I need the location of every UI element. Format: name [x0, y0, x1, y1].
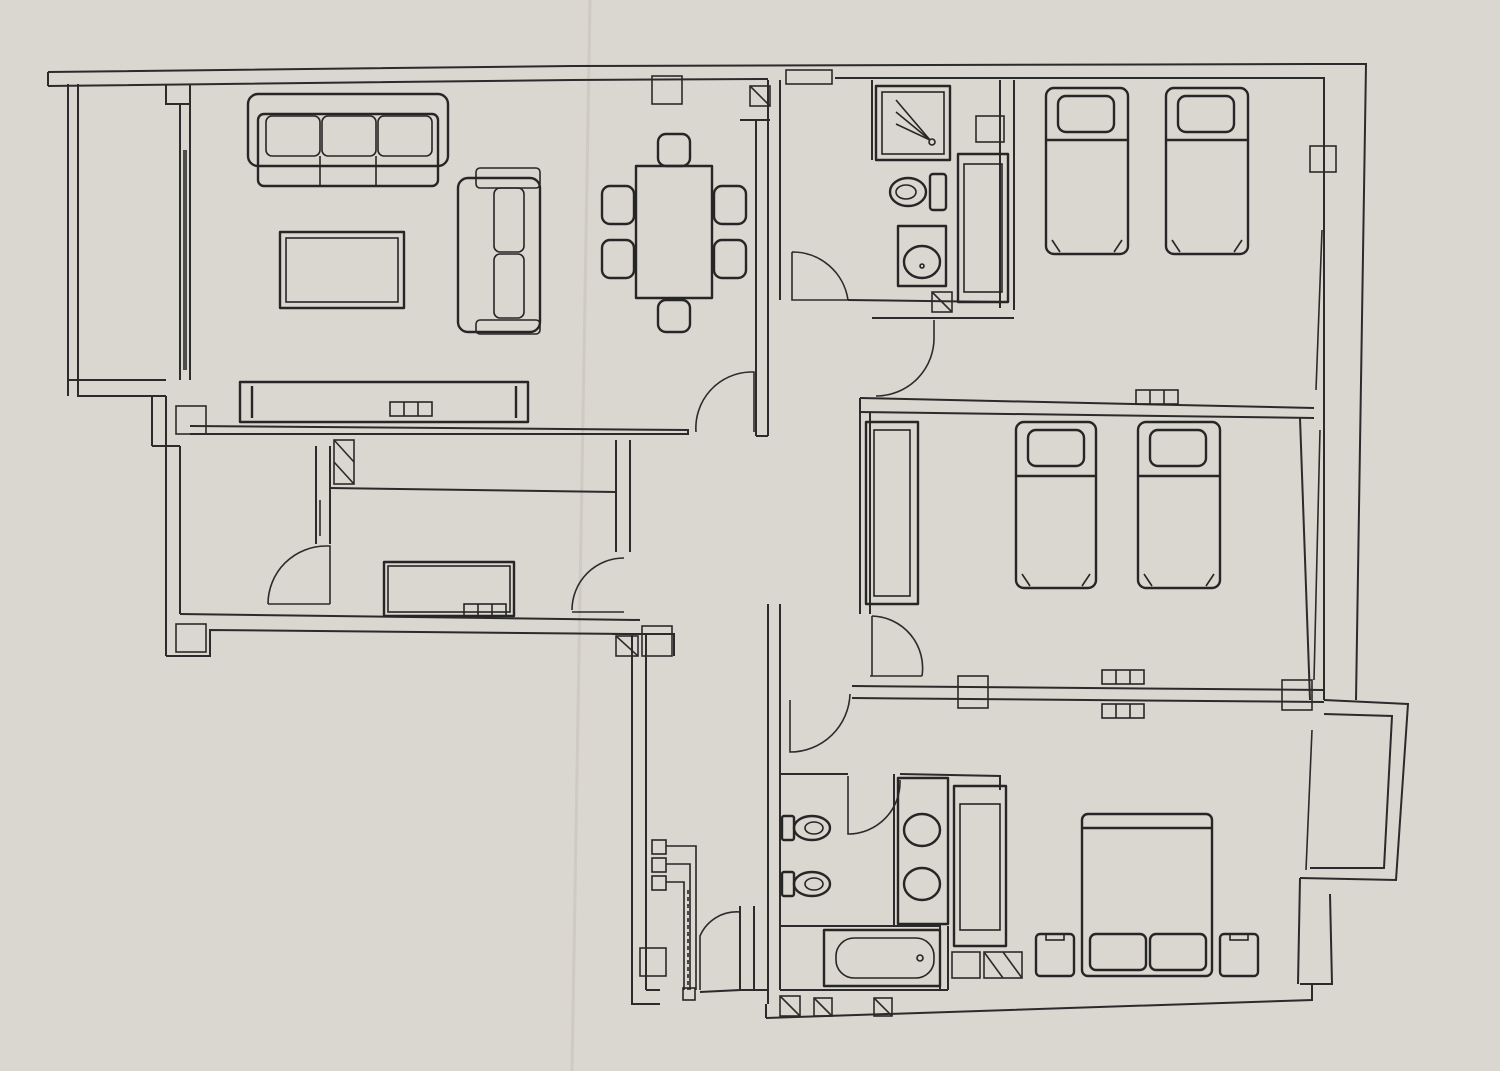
door-swing-icon: [267, 251, 935, 990]
windows: [183, 150, 1323, 871]
utility-meter-icon: [651, 839, 697, 1001]
nightstand-icon: [1034, 932, 1260, 978]
armchair-icon: [456, 167, 542, 335]
structural-columns: [175, 69, 1337, 1017]
wardrobe-icon: [952, 784, 1008, 948]
bathtub-icon: [822, 928, 942, 988]
sofa-icon: [246, 92, 450, 188]
kitchen-counter-icon: [382, 560, 516, 618]
exterior-walls: [47, 63, 1410, 1019]
wardrobe-icon: [864, 420, 920, 606]
toilet-icon: [780, 814, 832, 898]
toilet-icon: [888, 172, 948, 212]
chair-icon: [600, 132, 748, 334]
bed-icon: [1080, 812, 1214, 978]
rug-icon: [278, 230, 406, 310]
sink-icon: [896, 776, 950, 926]
interior-walls: [189, 80, 1325, 1004]
shower-icon: [874, 84, 952, 162]
wardrobe-icon: [956, 152, 1010, 304]
table-icon: [634, 164, 714, 300]
bed-icon: [1044, 86, 1250, 256]
outlet-icon: [1101, 669, 1145, 719]
sink-icon: [896, 224, 948, 288]
bed-icon: [1014, 420, 1222, 590]
tv-unit-icon: [238, 380, 530, 424]
paper-fold-line: [570, 0, 592, 1071]
outlet-icon: [1135, 389, 1179, 405]
